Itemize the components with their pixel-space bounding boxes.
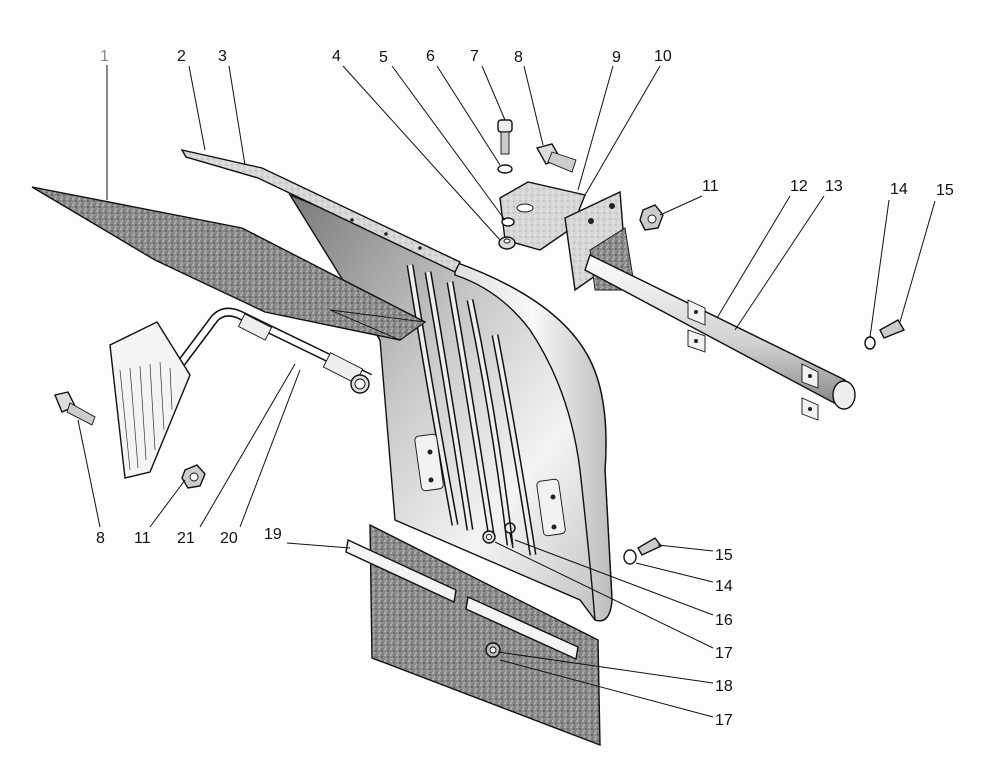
callout-11: 11 xyxy=(702,178,719,195)
callout-2: 2 xyxy=(177,48,186,65)
callout-9: 9 xyxy=(612,49,621,66)
callout-14-bottom: 14 xyxy=(715,578,733,595)
callout-18: 18 xyxy=(715,678,733,695)
top-strip xyxy=(180,148,461,273)
callout-19: 19 xyxy=(264,526,282,543)
callout-20: 20 xyxy=(220,530,238,547)
screw-15-bottom xyxy=(637,537,663,556)
callout-4: 4 xyxy=(332,48,341,65)
lock-nut-11 xyxy=(639,204,664,231)
callout-12: 12 xyxy=(790,178,808,195)
nut-17-small xyxy=(482,530,496,544)
callout-16: 16 xyxy=(715,612,733,629)
callout-8: 8 xyxy=(514,49,523,66)
callout-17-bottom: 17 xyxy=(715,712,733,729)
callout-8-left: 8 xyxy=(96,530,105,547)
leader-lines xyxy=(77,65,936,718)
callout-11-left: 11 xyxy=(134,530,151,547)
flange-bolt-8-left xyxy=(54,391,96,426)
callout-10: 10 xyxy=(654,48,672,65)
callout-3: 3 xyxy=(218,48,227,65)
side-arm-sleeve xyxy=(237,313,370,394)
panel-ribs xyxy=(406,264,537,556)
lock-nut-11-left xyxy=(181,464,206,489)
callout-labels: 1 2 3 4 5 6 7 8 9 10 11 12 13 14 15 8 11… xyxy=(96,48,954,729)
callout-15: 15 xyxy=(936,182,954,199)
screw-eye-16 xyxy=(504,522,516,549)
side-arm xyxy=(109,307,372,479)
callout-13: 13 xyxy=(825,178,843,195)
screw-15-top xyxy=(879,319,906,339)
callout-1: 1 xyxy=(100,48,109,65)
mounting-clip xyxy=(687,299,819,421)
callout-6: 6 xyxy=(426,48,435,65)
flange-bolt-8 xyxy=(535,143,577,173)
callout-7: 7 xyxy=(470,48,479,65)
rubber-flap-upper xyxy=(31,186,427,341)
washer-14-top xyxy=(864,336,876,350)
callout-5: 5 xyxy=(379,49,388,66)
callout-17: 17 xyxy=(715,645,733,662)
washer-14-bottom xyxy=(623,549,637,565)
bolt-7 xyxy=(497,119,513,155)
nut-4 xyxy=(498,236,516,250)
callout-15-bottom: 15 xyxy=(715,547,733,564)
clamp-strip xyxy=(345,538,579,661)
washer-6 xyxy=(497,164,513,174)
callout-21: 21 xyxy=(177,530,195,547)
support-tube xyxy=(584,254,856,421)
callout-14: 14 xyxy=(890,181,908,198)
